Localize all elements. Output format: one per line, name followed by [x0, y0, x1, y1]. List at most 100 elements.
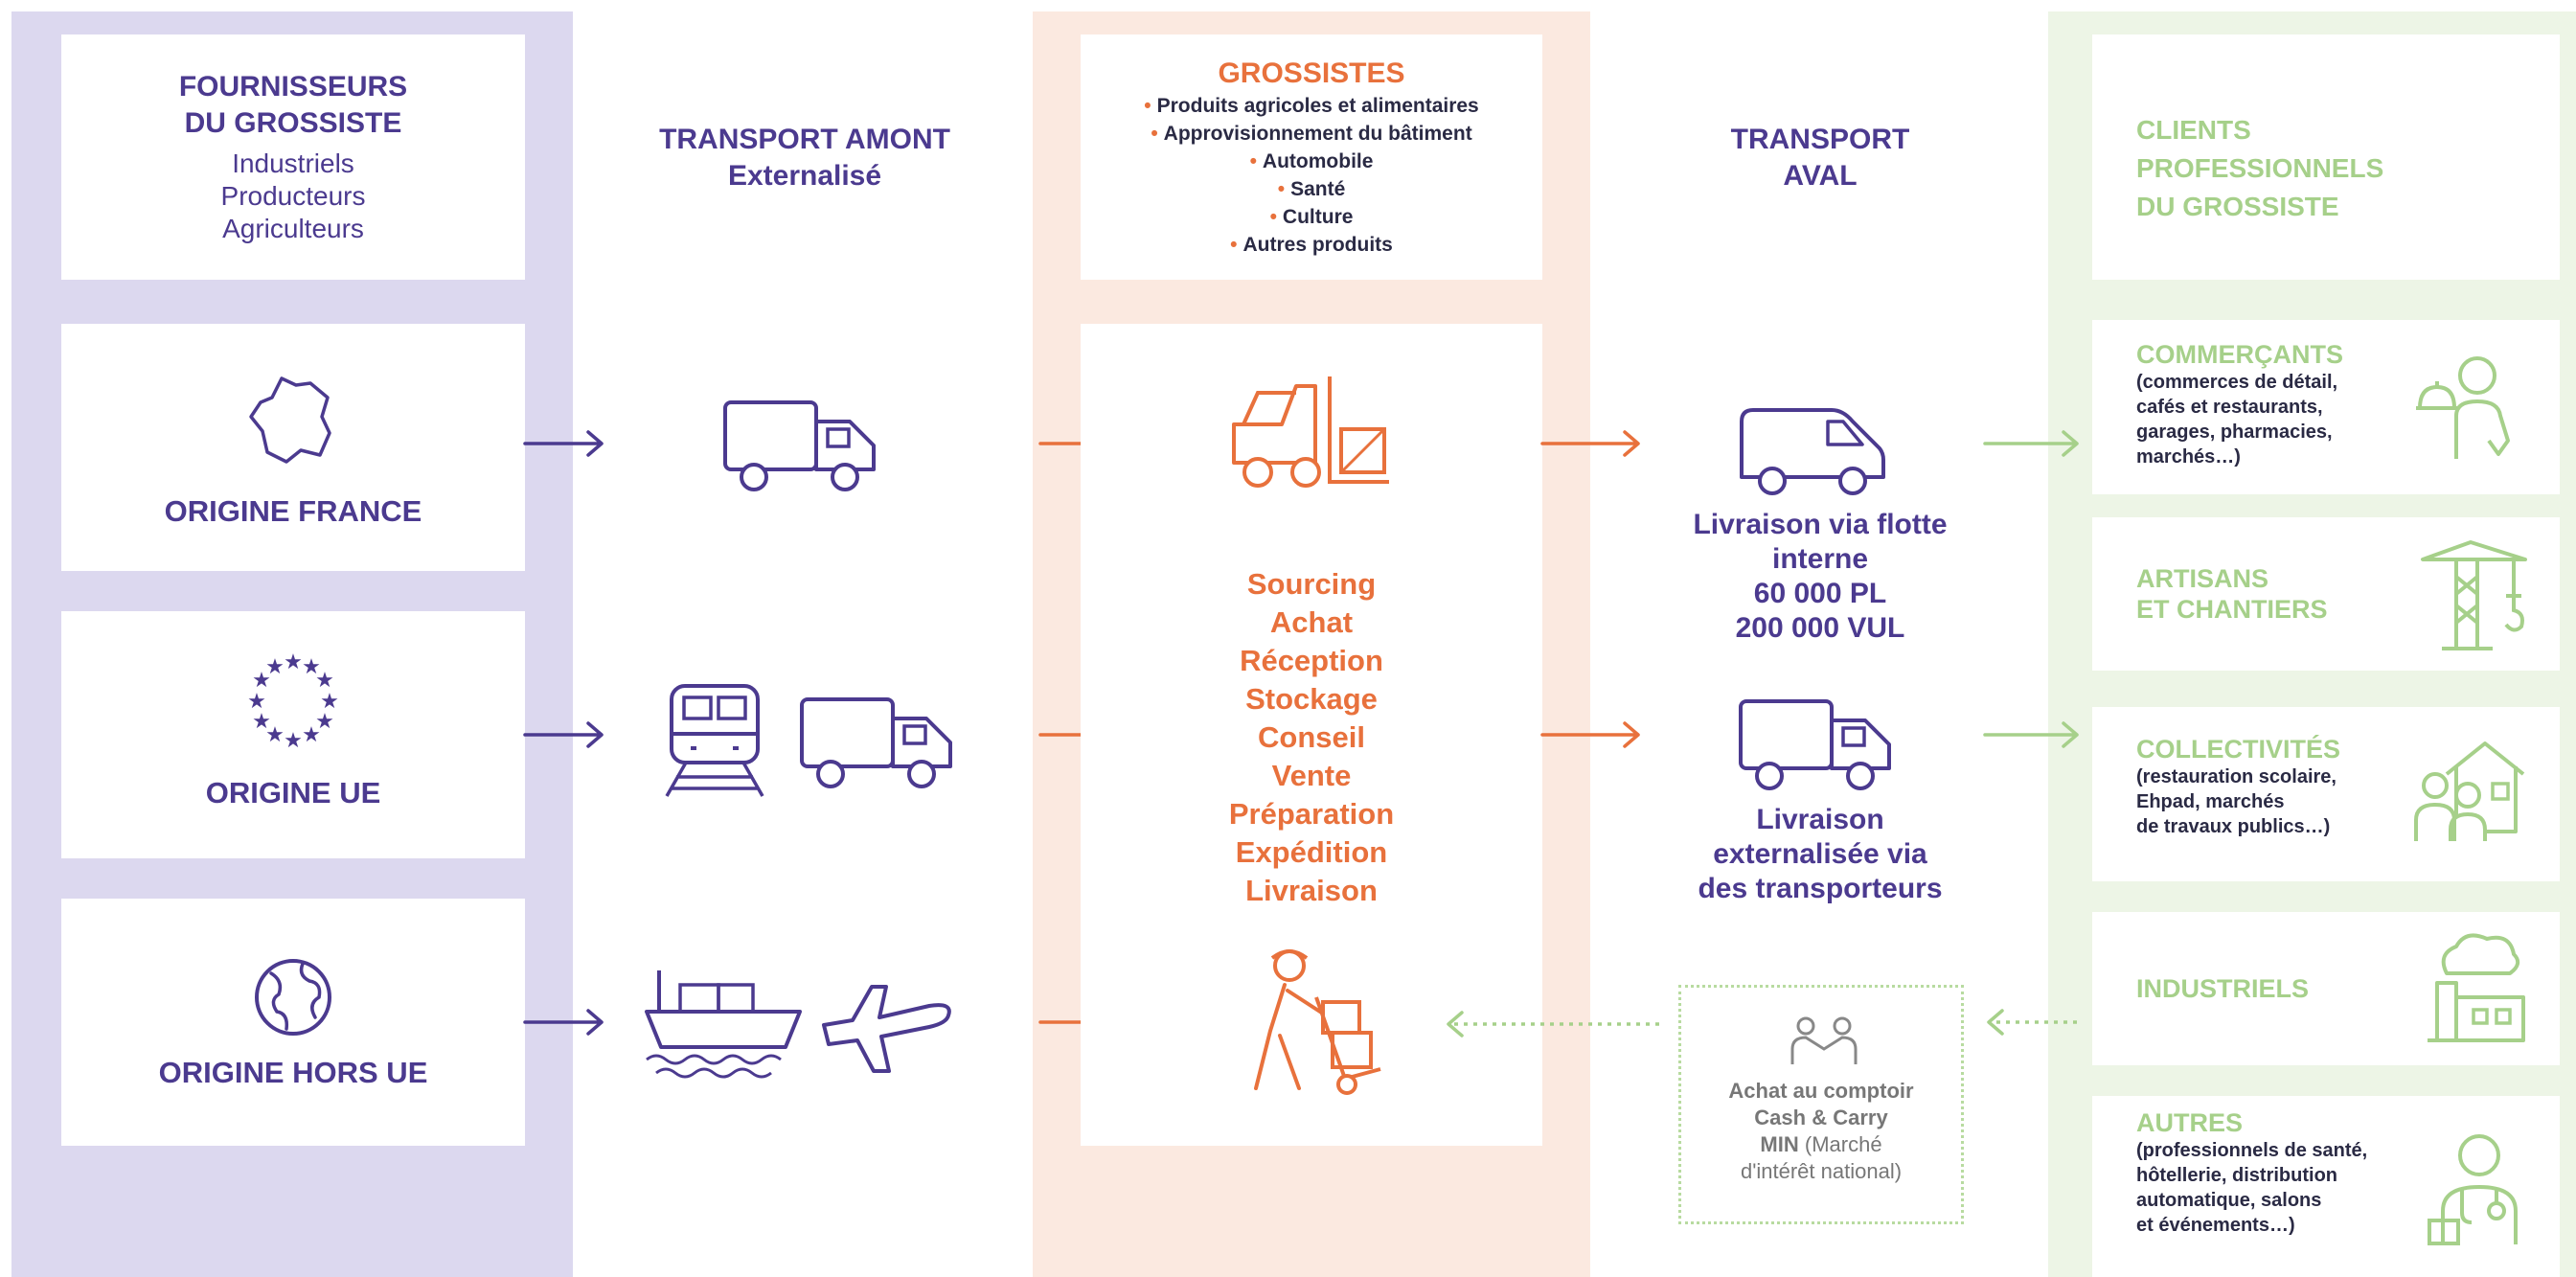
- train-icon: [665, 684, 764, 797]
- truck-icon: [723, 400, 876, 491]
- clients-title: CLIENTS PROFESSIONNELS DU GROSSISTE: [2136, 111, 2383, 226]
- client-industriels-text: INDUSTRIELS: [2136, 973, 2309, 1004]
- activity-sourcing: Sourcing: [1246, 567, 1377, 601]
- origin-ue-label: ORIGINE UE: [205, 776, 381, 810]
- transport-aval-title-2: AVAL: [1783, 160, 1858, 192]
- plane-icon: [822, 985, 951, 1073]
- forklift-icon: [1232, 376, 1389, 488]
- grossistes-title: GROSSISTES: [1218, 57, 1405, 89]
- internal-fleet-line-3: 60 000 PL: [1753, 578, 1887, 609]
- external-delivery-line-1: Livraison: [1756, 804, 1884, 835]
- external-delivery-line-3: des transporteurs: [1698, 873, 1943, 904]
- arrow-to-aval-1: [1540, 430, 1640, 457]
- client-autres-desc-2: hôtellerie, distribution: [2136, 1165, 2338, 1186]
- svg-text:★: ★: [302, 655, 321, 679]
- handshake-icon: [1790, 1016, 1858, 1064]
- waiter-icon: [2416, 356, 2510, 459]
- truck-ue-icon: [800, 697, 952, 788]
- arrow-ue-icon: [523, 721, 604, 748]
- globe-icon: [255, 959, 331, 1036]
- svg-text:★: ★: [247, 690, 266, 714]
- transport-amont-header: TRANSPORT AMONT Externalisé: [613, 105, 996, 211]
- client-commercants-desc-3: garages, pharmacies,: [2136, 422, 2333, 443]
- activity-vente: Vente: [1271, 759, 1352, 792]
- counter-line-1: Achat au comptoir: [1728, 1079, 1914, 1103]
- svg-text:★: ★: [265, 655, 285, 679]
- grossiste-item-6: •Autres produits: [1230, 234, 1393, 256]
- dotted-arrow-from-clients: [1987, 1009, 2077, 1036]
- grossiste-item-5: •Culture: [1269, 206, 1354, 228]
- client-collectivites-desc-2: Ehpad, marchés: [2136, 791, 2285, 812]
- clients-title-3: DU GROSSISTE: [2136, 192, 2339, 221]
- transport-aval-title-1: TRANSPORT: [1730, 124, 1910, 155]
- internal-fleet-line-1: Livraison via flotte: [1693, 509, 1948, 540]
- client-industriels-box: INDUSTRIELS: [2092, 912, 2560, 1065]
- supplier-type-2: Producteurs: [220, 181, 366, 211]
- svg-text:★: ★: [302, 723, 321, 747]
- counter-line-4: d'intérêt national): [1740, 1159, 1903, 1183]
- origin-hors-ue-label: ORIGINE HORS UE: [158, 1056, 428, 1089]
- svg-text:★: ★: [252, 669, 271, 693]
- client-commercants-desc-1: (commerces de détail,: [2136, 372, 2338, 393]
- activity-conseil: Conseil: [1258, 720, 1365, 754]
- counter-purchase-box: Achat au comptoir Cash & Carry MIN (Marc…: [1678, 985, 1964, 1224]
- client-commercants-desc-4: marchés…): [2136, 446, 2241, 467]
- activity-stockage: Stockage: [1245, 682, 1378, 716]
- client-autres-desc-1: (professionnels de santé,: [2136, 1140, 2368, 1161]
- arrow-france-icon: [523, 430, 604, 457]
- activity-preparation: Préparation: [1228, 797, 1395, 831]
- transport-amont-title: TRANSPORT AMONT: [659, 124, 950, 155]
- client-collectivites-text: COLLECTIVITÉS (restauration scolaire, Eh…: [2136, 734, 2340, 839]
- counter-line-2: Cash & Carry: [1754, 1106, 1888, 1129]
- activity-expedition: Expédition: [1235, 835, 1388, 869]
- internal-fleet-line-4: 200 000 VUL: [1735, 612, 1905, 644]
- counter-line-3: MIN (Marché: [1760, 1132, 1882, 1156]
- activity-achat: Achat: [1269, 605, 1354, 639]
- svg-text:★: ★: [284, 729, 303, 753]
- svg-text:★: ★: [265, 723, 285, 747]
- client-autres-desc-3: automatique, salons: [2136, 1190, 2322, 1211]
- crane-icon: [2421, 540, 2527, 650]
- client-collectivites-desc-1: (restauration scolaire,: [2136, 766, 2337, 787]
- activity-livraison: Livraison: [1245, 874, 1378, 907]
- origin-hors-ue-box: ORIGINE HORS UE: [61, 899, 525, 1146]
- client-industriels-title: INDUSTRIELS: [2136, 974, 2310, 1003]
- grossiste-item-4: •Santé: [1277, 178, 1346, 200]
- arrow-to-aval-2: [1540, 721, 1640, 748]
- origin-france-box: ORIGINE FRANCE: [61, 324, 525, 571]
- eu-stars-icon: ★★★★ ★★★★ ★★★★: [247, 650, 339, 753]
- clients-title-2: PROFESSIONNELS: [2136, 153, 2384, 183]
- client-artisans-title-2: ET CHANTIERS: [2136, 595, 2328, 624]
- activities-list: Sourcing Achat Réception Stockage Consei…: [1081, 565, 1542, 910]
- svg-text:★: ★: [252, 710, 271, 734]
- client-autres-text: AUTRES (professionnels de santé, hôtelle…: [2136, 1107, 2367, 1238]
- client-autres-title: AUTRES: [2136, 1108, 2244, 1137]
- transport-aval-header: TRANSPORT AVAL: [1629, 105, 2012, 211]
- svg-text:★: ★: [320, 690, 339, 714]
- internal-fleet-text: Livraison via flotte interne 60 000 PL 2…: [1629, 508, 2012, 646]
- france-map-icon: [249, 376, 331, 464]
- ship-icon: [645, 970, 802, 1079]
- grossiste-item-1: •Produits agricoles et alimentaires: [1144, 95, 1479, 117]
- arrow-to-clients-1: [1983, 430, 2079, 457]
- svg-text:★: ★: [315, 669, 334, 693]
- delivery-worker-icon: [1254, 949, 1381, 1095]
- client-commercants-title: COMMERÇANTS: [2136, 340, 2343, 369]
- grossiste-item-2: •Approvisionnement du bâtiment: [1151, 123, 1472, 145]
- truck-aval-icon: [1739, 699, 1891, 790]
- client-collectivites-desc-3: de travaux publics…): [2136, 816, 2331, 837]
- suppliers-title-1: FOURNISSEURS: [178, 71, 408, 103]
- grossistes-activities-box: Sourcing Achat Réception Stockage Consei…: [1081, 324, 1542, 1146]
- origin-ue-box: ★★★★ ★★★★ ★★★★ ORIGINE UE: [61, 611, 525, 858]
- client-artisans-title-1: ARTISANS: [2136, 564, 2269, 593]
- dotted-arrow-to-grossiste: [1447, 1011, 1659, 1038]
- suppliers-title-2: DU GROSSISTE: [184, 107, 402, 139]
- origin-france-label: ORIGINE FRANCE: [164, 494, 422, 528]
- client-artisans-text: ARTISANS ET CHANTIERS: [2136, 563, 2328, 625]
- arrow-hors-ue-icon: [523, 1009, 604, 1036]
- supplier-type-3: Agriculteurs: [222, 214, 364, 243]
- client-artisans-box: ARTISANS ET CHANTIERS: [2092, 517, 2560, 671]
- external-delivery-text: Livraison externalisée via des transport…: [1629, 803, 2012, 906]
- client-autres-desc-4: et événements…): [2136, 1215, 2295, 1236]
- counter-text: Achat au comptoir Cash & Carry MIN (Marc…: [1681, 1078, 1961, 1185]
